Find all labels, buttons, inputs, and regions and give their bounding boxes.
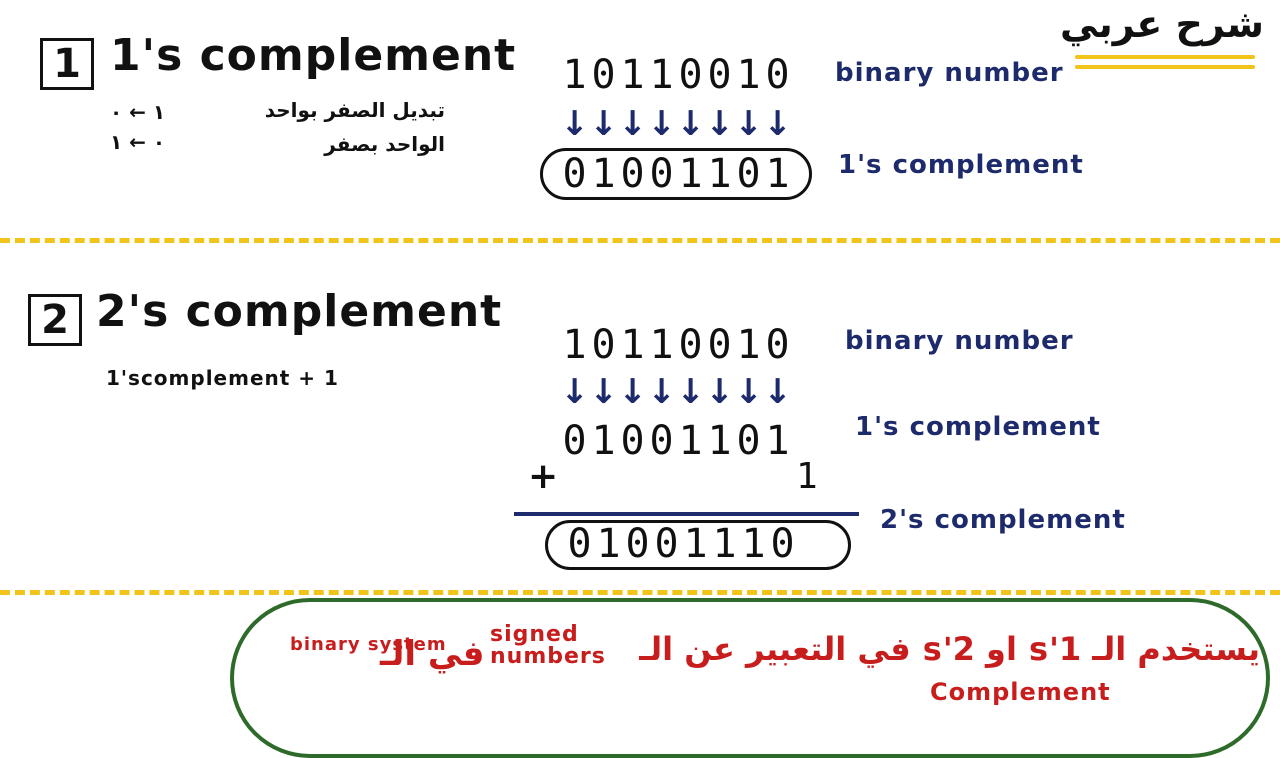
section1-complement-oval [540, 148, 812, 200]
section2-ones-digits: 0 1 0 0 1 1 0 1 [560, 418, 792, 464]
s1-comp-6: 0 [736, 151, 761, 197]
s2-res-6: 1 [741, 521, 766, 567]
section1-note-ar-line2: الواحد بصفر [324, 132, 445, 156]
down-arrow-icon: ↓ [763, 104, 792, 144]
s2-bin-1: 0 [591, 322, 616, 368]
s2-bin-3: 1 [649, 322, 674, 368]
section1-binary-label: binary number [835, 58, 1064, 88]
section-divider [0, 238, 1280, 243]
s2-res-7: 0 [770, 521, 795, 567]
title-underline [1075, 55, 1255, 59]
down-arrow-icon: ↓ [560, 104, 589, 144]
section-divider [0, 590, 1280, 595]
s1-comp-1: 1 [591, 151, 616, 197]
section2-arrows: ↓ ↓ ↓ ↓ ↓ ↓ ↓ ↓ [560, 372, 792, 412]
s1-comp-3: 0 [649, 151, 674, 197]
s2-bin-2: 1 [620, 322, 645, 368]
section1-number: 1 [53, 41, 81, 87]
down-arrow-icon: ↓ [705, 104, 734, 144]
section2-title: 2's complement [96, 286, 503, 337]
section2-number: 2 [41, 297, 69, 343]
down-arrow-icon: ↓ [647, 104, 676, 144]
s2-res-3: 0 [654, 521, 679, 567]
s2-res-1: 1 [596, 521, 621, 567]
footer-signed-numbers: signed numbers [490, 622, 606, 669]
plus-one: 1 [796, 456, 818, 497]
s2-bin-0: 1 [562, 322, 587, 368]
plus-sign: + [528, 456, 559, 497]
s2-bin-4: 0 [678, 322, 703, 368]
header-title: شرح عربي [1060, 2, 1264, 46]
footer-binary-system: binary system [290, 634, 447, 655]
section2-binary-digits: 1 0 1 1 0 0 1 0 [560, 322, 792, 368]
s2-bin-6: 1 [736, 322, 761, 368]
down-arrow-icon: ↓ [734, 372, 763, 412]
s1-comp-2: 0 [620, 151, 645, 197]
s2-res-5: 1 [712, 521, 737, 567]
s2-ones-0: 0 [562, 418, 587, 464]
s2-ones-7: 1 [765, 418, 790, 464]
s2-ones-4: 1 [678, 418, 703, 464]
section1-title: 1's complement [110, 30, 517, 81]
s2-res-0: 0 [567, 521, 592, 567]
s1-comp-5: 1 [707, 151, 732, 197]
section1-complement-label: 1's complement [838, 150, 1084, 180]
section2-binary-label: binary number [845, 326, 1074, 356]
s2-res-4: 1 [683, 521, 708, 567]
s1-bin-7: 0 [765, 52, 790, 98]
footer-note-bubble [230, 598, 1270, 758]
footer-in-the: في الـ [380, 634, 485, 674]
s2-ones-2: 0 [620, 418, 645, 464]
down-arrow-icon: ↓ [618, 104, 647, 144]
section2-ones-label: 1's complement [855, 412, 1101, 442]
s2-ones-3: 0 [649, 418, 674, 464]
footer-complement-word: Complement [930, 678, 1111, 706]
s1-comp-4: 1 [678, 151, 703, 197]
down-arrow-icon: ↓ [560, 372, 589, 412]
section1-number-box: 1 [40, 38, 94, 90]
section1-arrows: ↓ ↓ ↓ ↓ ↓ ↓ ↓ ↓ [560, 104, 792, 144]
s2-ones-1: 1 [591, 418, 616, 464]
down-arrow-icon: ↓ [763, 372, 792, 412]
footer-text-ar-main: يستخدم الـ 1's او 2's في التعبير عن الـ [639, 630, 1260, 668]
s2-bin-7: 0 [765, 322, 790, 368]
s1-bin-5: 0 [707, 52, 732, 98]
s1-bin-4: 0 [678, 52, 703, 98]
section2-number-box: 2 [28, 294, 82, 346]
section1-map-line2: ٠ ← ١ [110, 130, 166, 154]
down-arrow-icon: ↓ [647, 372, 676, 412]
s2-bin-5: 0 [707, 322, 732, 368]
s1-bin-2: 1 [620, 52, 645, 98]
s1-comp-0: 0 [562, 151, 587, 197]
title-underline-2 [1075, 65, 1255, 69]
section2-twos-label: 2's complement [880, 505, 1126, 535]
s1-bin-0: 1 [562, 52, 587, 98]
s2-ones-5: 1 [707, 418, 732, 464]
down-arrow-icon: ↓ [676, 372, 705, 412]
down-arrow-icon: ↓ [589, 104, 618, 144]
down-arrow-icon: ↓ [734, 104, 763, 144]
section1-complement-digits: 0 1 0 0 1 1 0 1 [560, 151, 792, 197]
down-arrow-icon: ↓ [589, 372, 618, 412]
section2-result-oval [545, 520, 851, 570]
section1-binary-digits: 1 0 1 1 0 0 1 0 [560, 52, 792, 98]
sum-line [514, 512, 859, 516]
down-arrow-icon: ↓ [676, 104, 705, 144]
s2-ones-6: 0 [736, 418, 761, 464]
s1-comp-7: 1 [765, 151, 790, 197]
section2-formula: 1'scomplement + 1 [106, 366, 339, 390]
down-arrow-icon: ↓ [705, 372, 734, 412]
down-arrow-icon: ↓ [618, 372, 647, 412]
s2-res-2: 0 [625, 521, 650, 567]
s1-bin-1: 0 [591, 52, 616, 98]
section1-map-line1: ١ ← ٠ [110, 100, 166, 124]
section1-note-ar-line1: تبديل الصفر بواحد [264, 98, 445, 122]
s1-bin-3: 1 [649, 52, 674, 98]
section2-result-digits: 0 1 0 0 1 1 1 0 [565, 521, 797, 567]
s1-bin-6: 1 [736, 52, 761, 98]
